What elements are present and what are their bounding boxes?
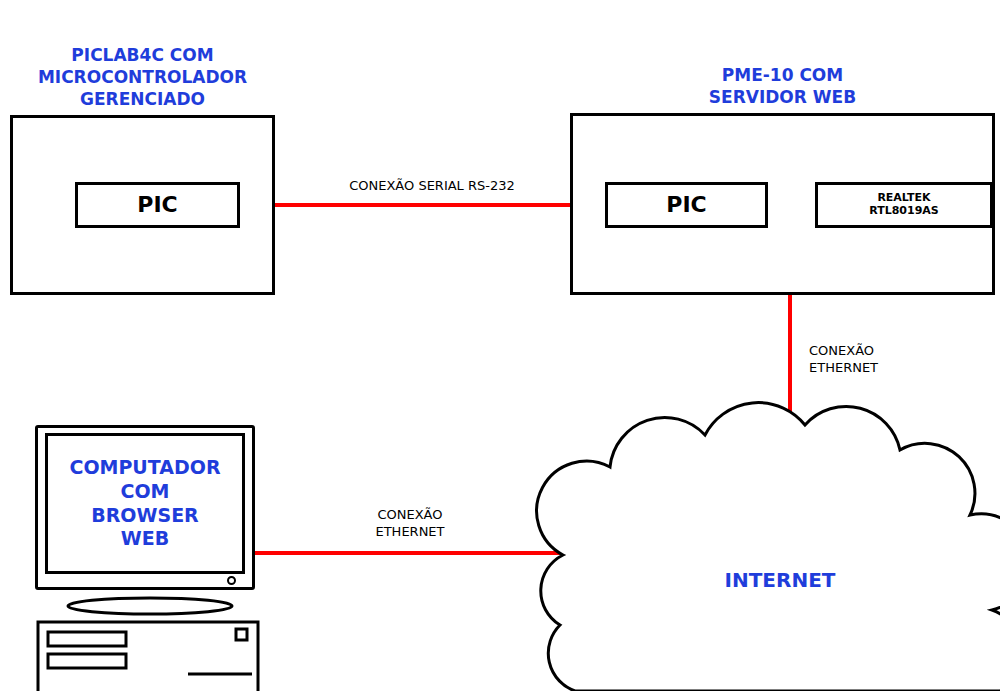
drive-slot — [48, 654, 126, 668]
chip: REALTEK RTL8019AS — [815, 182, 993, 228]
screen-text: COMPUTADOR COM BROWSER WEB — [69, 456, 220, 551]
power-button — [236, 629, 247, 640]
connection-label: CONEXÃO SERIAL RS-232 — [346, 177, 518, 196]
box-title: PME-10 COM SERVIDOR WEB — [675, 64, 890, 108]
monitor-screen: COMPUTADOR COM BROWSER WEB — [45, 433, 245, 574]
case-slot — [188, 673, 252, 676]
connection-line — [255, 551, 563, 555]
system-box: PICPICLAB4C COM MICROCONTROLADOR GERENCI… — [10, 115, 275, 295]
cloud-outline — [555, 395, 1000, 691]
computer-monitor: COMPUTADOR COM BROWSER WEB — [35, 425, 255, 590]
cloud-shape — [537, 403, 1000, 691]
internet-cloud: INTERNET — [555, 395, 1000, 691]
monitor-button — [227, 576, 236, 585]
connection-line — [240, 203, 605, 207]
box-title: PICLAB4C COM MICROCONTROLADOR GERENCIADO — [10, 44, 275, 110]
chip: PIC — [605, 182, 768, 228]
chip-label: PIC — [666, 192, 706, 217]
drive-slot — [48, 632, 126, 646]
chip: PIC — [75, 182, 240, 228]
chip-label: PIC — [137, 192, 177, 217]
connection-label: CONEXÃO ETHERNET — [372, 506, 447, 542]
chip-label: REALTEK RTL8019AS — [869, 192, 939, 217]
system-box: PICREALTEK RTL8019ASPME-10 COM SERVIDOR … — [570, 113, 995, 295]
computer-case — [38, 622, 258, 691]
connection-label: CONEXÃO ETHERNET — [806, 342, 881, 378]
monitor-base — [68, 598, 232, 614]
cloud-label: INTERNET — [725, 568, 836, 592]
